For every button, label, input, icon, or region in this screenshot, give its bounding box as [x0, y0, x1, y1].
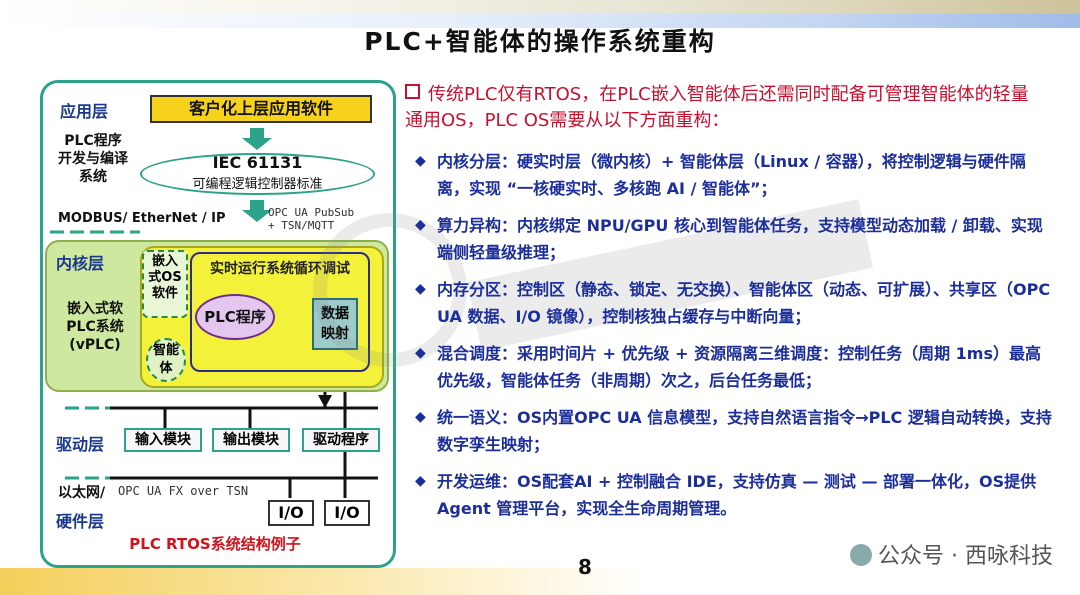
bullet-text: 混合调度：采用时间片 + 优先级 + 资源隔离三维调度：控制任务（周期 1ms）…	[437, 344, 1041, 390]
modbus-label: MODBUS/ EtherNet / IP	[58, 211, 226, 226]
intro-text: 传统PLC仅有RTOS，在PLC嵌入智能体后还需同时配备可管理智能体的轻量通用O…	[405, 84, 1029, 131]
io-box-2: I/O	[324, 500, 370, 526]
bullet-item: ◆ 开发运维：OS配套AI + 控制融合 IDE，支持仿真 — 测试 — 部署一体…	[415, 468, 1055, 522]
custom-app-box: 客户化上层应用软件	[150, 95, 372, 123]
diamond-icon: ◆	[415, 473, 426, 489]
diamond-icon: ◆	[415, 153, 426, 169]
credit-text: 公众号 · 西咏科技	[878, 544, 1053, 569]
diamond-icon: ◆	[415, 217, 426, 233]
bullet-text: 内存分区：控制区（静态、锁定、无交换）、智能体区（动态、可扩展）、共享区（OPC…	[437, 280, 1051, 326]
bullet-text: 开发运维：OS配套AI + 控制融合 IDE，支持仿真 — 测试 — 部署一体化…	[437, 472, 1037, 518]
opc-fx-label: OPC UA FX over TSN	[118, 484, 249, 498]
checkbox-square-icon	[405, 84, 420, 99]
driver-layer-label: 驱动层	[56, 435, 105, 454]
bullet-list: ◆ 内核分层：硬实时层（微内核）+ 智能体层（Linux / 容器），将控制逻辑与…	[415, 148, 1055, 532]
bullet-item: ◆ 内存分区：控制区（静态、锁定、无交换）、智能体区（动态、可扩展）、共享区（OP…	[415, 276, 1055, 330]
diamond-icon: ◆	[415, 345, 426, 361]
top-gold-band	[0, 0, 1080, 14]
bullet-item: ◆ 内核分层：硬实时层（微内核）+ 智能体层（Linux / 容器），将控制逻辑与…	[415, 148, 1055, 202]
bullet-text: 算力异构：内核绑定 NPU/GPU 核心到智能体任务，支持模型动态加载 / 卸载…	[437, 216, 1043, 262]
diamond-icon: ◆	[415, 409, 426, 425]
input-module-box: 输入模块	[124, 428, 202, 452]
output-module-box: 输出模块	[212, 428, 290, 452]
diamond-icon: ◆	[415, 281, 426, 297]
bullet-item: ◆ 混合调度：采用时间片 + 优先级 + 资源隔离三维调度：控制任务（周期 1ms…	[415, 340, 1055, 394]
hardware-layer-label: 硬件层	[56, 512, 105, 531]
realtime-system-box	[190, 252, 370, 372]
embedded-os-box: 嵌入 式OS 软件	[142, 250, 188, 318]
wechat-icon	[850, 544, 872, 566]
data-mapping-box: 数据 映射	[312, 298, 358, 350]
intro-paragraph: 传统PLC仅有RTOS，在PLC嵌入智能体后还需同时配备可管理智能体的轻量通用O…	[405, 82, 1045, 134]
arrow-iec-to-kernel	[242, 200, 272, 222]
bottom-gradient-band	[0, 568, 1080, 595]
ethernet-label: 以太网/	[58, 485, 106, 501]
driver-program-box: 驱动程序	[302, 428, 380, 452]
plc-dev-label: PLC程序 开发与编译 系统	[58, 133, 128, 185]
iec-title: IEC 61131	[212, 153, 303, 172]
credit-label: 公众号 · 西咏科技	[850, 538, 1053, 570]
iec-subtitle: 可编程逻辑控制器标准	[192, 177, 323, 192]
bullet-item: ◆ 算力异构：内核绑定 NPU/GPU 核心到智能体任务，支持模型动态加载 / 卸…	[415, 212, 1055, 266]
page-number: 8	[578, 555, 592, 579]
realtime-system-title: 实时运行系统循环调试	[210, 261, 350, 277]
app-layer-label: 应用层	[60, 102, 109, 121]
bullet-text: 内核分层：硬实时层（微内核）+ 智能体层（Linux / 容器），将控制逻辑与硬…	[437, 152, 1026, 198]
io-box-1: I/O	[268, 500, 314, 526]
bullet-text: 统一语义：OS内置OPC UA 信息模型，支持自然语言指令→PLC 逻辑自动转换…	[437, 408, 1052, 454]
iec-ellipse	[140, 153, 375, 195]
embedded-vplc-label: 嵌入式软 PLC系统 (vPLC)	[66, 301, 124, 353]
plc-program-ellipse: PLC程序	[195, 294, 275, 340]
agent-ellipse: 智能 体	[146, 338, 186, 382]
arrow-app-to-iec	[242, 128, 272, 150]
kernel-layer-label: 内核层	[56, 254, 105, 273]
opc-pubsub-label: OPC UA PubSub + TSN/MQTT	[268, 206, 355, 232]
bullet-item: ◆ 统一语义：OS内置OPC UA 信息模型，支持自然语言指令→PLC 逻辑自动转…	[415, 404, 1055, 458]
diagram-caption: PLC RTOS系统结构例子	[129, 535, 301, 553]
page-title: PLC+智能体的操作系统重构	[364, 27, 716, 56]
